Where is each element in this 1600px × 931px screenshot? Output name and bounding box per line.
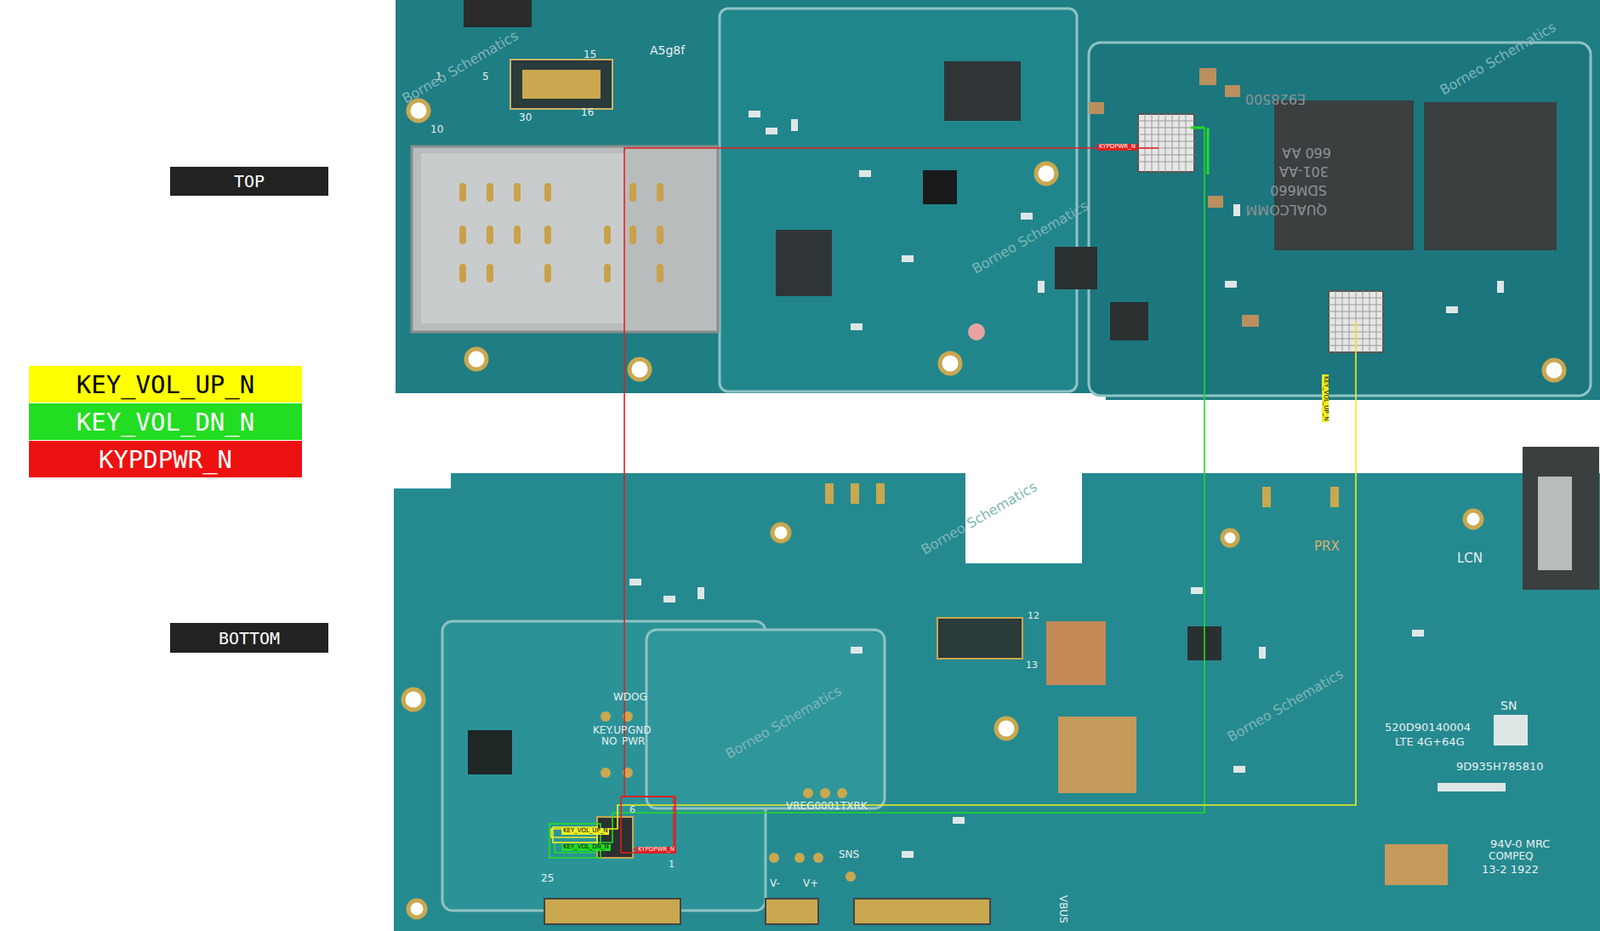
- legend-swatch: KEY_VOL_DN_N: [28, 403, 302, 440]
- chip-marking: QUALCOMM: [1245, 201, 1327, 217]
- pin-number: 30: [518, 112, 532, 124]
- pin-number: 25: [540, 872, 554, 884]
- board-connector: [544, 898, 681, 924]
- pin-number: 6: [629, 804, 636, 815]
- sim-tray: [411, 146, 718, 332]
- silkscreen: SN: [1500, 699, 1517, 712]
- chip: [1054, 246, 1098, 290]
- qr-code: [1493, 714, 1528, 746]
- test-point-name: NO: [601, 735, 617, 747]
- smd-parts: [629, 578, 1506, 858]
- net-tag: KEY_VOL_UP_N: [561, 827, 610, 835]
- legend-text: KEY_VOL_UP_N: [76, 370, 256, 399]
- pin-number: 10: [430, 124, 444, 136]
- board-connector: [937, 617, 1023, 659]
- chip: [467, 729, 513, 775]
- vol-dn-trace: [1190, 127, 1208, 175]
- pin-number: 1: [668, 859, 675, 870]
- memory-chip: [1423, 102, 1557, 251]
- board-connector: [854, 898, 991, 924]
- pin-number: 16: [580, 107, 594, 119]
- chip-grid: [1138, 113, 1384, 353]
- net-traces: [549, 127, 1356, 858]
- top-board: [395, 0, 1600, 400]
- pin-number: 5: [482, 71, 490, 83]
- sim-pins: [459, 182, 664, 283]
- vol-up-trace: [551, 321, 1356, 838]
- board-connector: [522, 69, 601, 99]
- bottom-board: [393, 472, 1600, 931]
- pin-number: 12: [1027, 610, 1040, 621]
- section-tag: TOP: [170, 166, 329, 196]
- chip: [775, 229, 832, 297]
- shield-outline: [1088, 42, 1591, 396]
- smd-parts: [748, 110, 1504, 331]
- mount-holes: [403, 510, 1482, 917]
- silkscreen: V-: [769, 877, 781, 889]
- silkscreen: PRX: [1314, 539, 1340, 554]
- pad: [967, 323, 986, 341]
- audio-jack: [1522, 446, 1600, 590]
- copper-pad: [1058, 716, 1137, 793]
- net-tag: KEY_VOL_DN_N: [561, 843, 611, 851]
- test-point-name: WDOG: [613, 691, 648, 703]
- silkscreen: 13-2 1922: [1481, 863, 1539, 876]
- legend-text: KEY_VOL_DN_N: [76, 407, 256, 437]
- section-tag: BOTTOM: [170, 622, 329, 653]
- caps: [1088, 68, 1259, 327]
- vol-dn-trace: [554, 127, 1205, 853]
- trace-box: [620, 796, 676, 853]
- pmic-chip: [1138, 113, 1195, 172]
- silkscreen: LCN: [1457, 551, 1483, 566]
- legend-swatch: KEY_VOL_UP_N: [28, 365, 302, 403]
- silkscreen: LTE 4G+64G: [1395, 735, 1465, 748]
- serial-number: 9D935H785810: [1456, 760, 1544, 773]
- chip: [1110, 301, 1149, 341]
- chip: [922, 170, 957, 205]
- pin-number: 15: [583, 49, 597, 61]
- audio-jack: [1537, 476, 1572, 570]
- silkscreen: VBUS: [1057, 894, 1069, 923]
- test-points: [600, 483, 1339, 882]
- chip-marking: 660 AA: [1281, 144, 1332, 160]
- copper-pad: [1384, 843, 1448, 885]
- silkscreen: A5g8f: [649, 44, 685, 57]
- test-point-name: GND: [627, 724, 652, 736]
- silkscreen: VREG0001TXRK: [785, 800, 868, 812]
- legend-swatch: KYPDPWR_N: [28, 440, 302, 478]
- board-connector: [765, 898, 819, 924]
- soc-chip: [1274, 100, 1414, 251]
- legend-text: KYPDPWR_N: [98, 444, 233, 474]
- silkscreen: V+: [802, 877, 819, 889]
- tag-text: BOTTOM: [218, 627, 280, 649]
- shield-outline: [646, 629, 885, 809]
- kypdpwr-trace: [624, 148, 1159, 849]
- tag-text: TOP: [233, 170, 265, 192]
- net-tag: KYPDPWR_N: [636, 846, 677, 854]
- silkscreen: COMPEQ: [1488, 850, 1533, 862]
- test-point-name: PWR: [621, 735, 645, 747]
- pin-number: 13: [1025, 660, 1038, 671]
- serial-number: 520D90140004: [1384, 721, 1471, 734]
- net-tag: KYPDPWR_N: [1097, 143, 1138, 151]
- chip-marking: SDM660: [1269, 182, 1327, 198]
- silkscreen: SNS: [838, 848, 860, 860]
- shield-outline: [719, 8, 1077, 392]
- silkscreen: 94V-0 MRC: [1490, 837, 1550, 850]
- connector: [463, 0, 532, 28]
- side-key-connector: [597, 816, 633, 858]
- mount-holes: [408, 100, 1565, 381]
- net-tag: KEY_VOL_UP_N: [1321, 374, 1329, 422]
- chip: [944, 61, 1021, 121]
- board-connector: [510, 59, 613, 109]
- copper-pad: [1046, 620, 1106, 685]
- test-point-name: KEY.UP: [592, 724, 627, 736]
- sim-tray: [421, 153, 626, 324]
- chip-marking: E928500: [1245, 91, 1306, 107]
- chip-marking: 301-AA: [1279, 163, 1329, 179]
